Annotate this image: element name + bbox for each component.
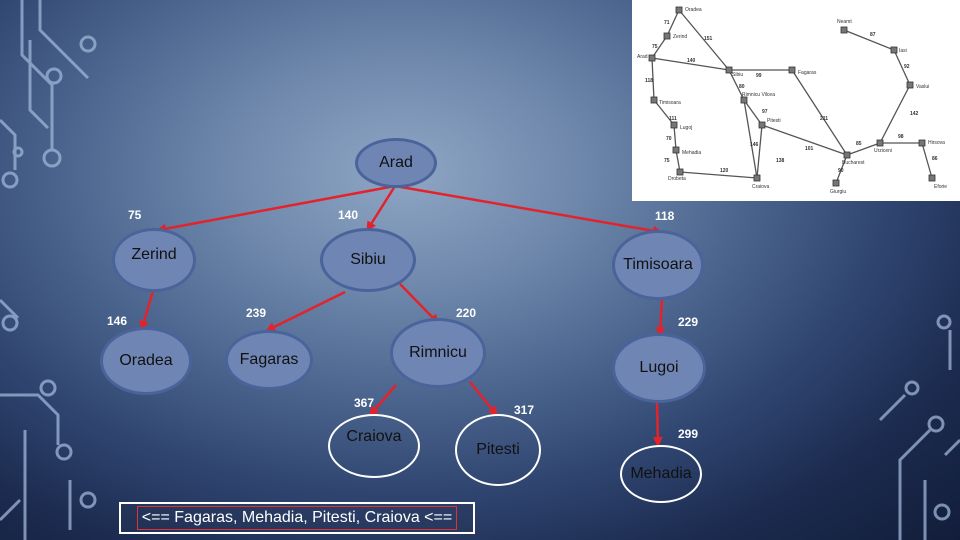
edge-rimnicu-pitesti: [469, 381, 498, 417]
edge-rimnicu-craiova: [369, 384, 397, 417]
node-fagaras: Fagaras: [225, 330, 313, 390]
node-rimnicu: Rimnicu: [390, 318, 486, 388]
edge-arad-zerind: [156, 184, 396, 234]
map-city: Iasi: [899, 48, 907, 54]
map-city: Lugoj: [680, 125, 692, 131]
result-path-text-frame: <== Fagaras, Mehadia, Pitesti, Craiova <…: [136, 506, 458, 530]
node-label: Lugoi: [639, 359, 679, 376]
node-sibiu: Sibiu: [320, 228, 416, 292]
node-label: Craiova: [346, 428, 402, 445]
node-label: Mehadia: [630, 465, 692, 482]
map-distance: 80: [739, 84, 745, 90]
node-label: Sibiu: [350, 251, 386, 268]
map-distance: 75: [664, 158, 670, 164]
edge-arad-timisoara: [394, 184, 663, 236]
node-zerind: Zerind: [112, 228, 196, 292]
edge-label-sibiu-fagaras: 239: [246, 306, 267, 320]
edge-zerind-oradea: [139, 290, 155, 331]
map-distance: 120: [720, 168, 729, 174]
map-distance: 71: [664, 20, 670, 26]
edge-label-timisoara-lugoi: 229: [678, 315, 699, 329]
node-label: Zerind: [131, 246, 177, 263]
map-city: Hirsova: [928, 140, 945, 146]
edge-sibiu-fagaras: [265, 290, 346, 332]
map-city: Drobeta: [668, 176, 686, 182]
map-distance: 85: [856, 141, 862, 147]
map-city: Neamt: [837, 19, 852, 25]
map-city: Bucharest: [842, 160, 865, 166]
romania-map: Oradea Zerind Arad Sibiu Fagaras Timisoa…: [637, 6, 947, 195]
node-oradea: Oradea: [100, 327, 192, 395]
romania-map-image: Oradea Zerind Arad Sibiu Fagaras Timisoa…: [632, 0, 960, 201]
map-distance: 211: [820, 116, 828, 122]
result-path-box: <== Fagaras, Mehadia, Pitesti, Craiova <…: [119, 502, 475, 534]
result-path-text: <== Fagaras, Mehadia, Pitesti, Craiova <…: [141, 509, 453, 526]
map-distance: 101: [805, 146, 814, 152]
map-distance: 86: [932, 156, 938, 162]
edge-timisoara-lugoi: [655, 299, 666, 337]
node-mehadia: Mehadia: [620, 445, 702, 503]
map-city: Zerind: [673, 34, 687, 40]
map-distance: 70: [666, 136, 672, 142]
map-city: Vaslui: [916, 84, 929, 90]
map-distance: 151: [704, 36, 713, 42]
edge-lugoi-mehadia: [652, 402, 663, 447]
edge-label-rimnicu-craiova: 367: [354, 396, 375, 410]
edge-label-arad-sibiu: 140: [338, 208, 359, 222]
edge-label-lugoi-mehadia: 299: [678, 427, 699, 441]
map-city: Urziceni: [874, 148, 892, 154]
map-distance: 140: [687, 58, 696, 64]
map-distance: 138: [776, 158, 785, 164]
node-pitesti: Pitesti: [455, 414, 541, 486]
node-label: Pitesti: [476, 441, 520, 458]
edge-label-arad-timisoara: 118: [655, 209, 675, 223]
edge-sibiu-rimnicu: [399, 283, 440, 325]
map-city: Sibiu: [732, 72, 743, 78]
map-distance: 146: [750, 142, 759, 148]
node-craiova: Craiova: [328, 414, 420, 478]
map-city: Eforie: [934, 184, 947, 190]
map-distance: 142: [910, 111, 919, 117]
map-city: Mehadia: [682, 150, 701, 156]
edge-arad-sibiu: [366, 185, 397, 232]
node-label: Oradea: [119, 352, 173, 369]
edge-label-sibiu-rimnicu: 220: [456, 306, 477, 320]
map-distance: 99: [756, 73, 762, 79]
map-city: Rimnicu Vilcea: [742, 92, 775, 98]
node-label: Fagaras: [239, 351, 299, 368]
edge-label-zerind-oradea: 146: [107, 314, 128, 328]
map-city: Giurgiu: [830, 189, 846, 195]
map-distance: 75: [652, 44, 658, 50]
node-label: Timisoara: [623, 256, 693, 273]
node-label: Rimnicu: [409, 344, 467, 361]
map-city: Arad: [637, 54, 648, 60]
edge-label-rimnicu-pitesti: 317: [514, 403, 535, 417]
node-lugoi: Lugoi: [612, 333, 706, 403]
map-distance: 98: [898, 134, 904, 140]
map-city: Fagaras: [798, 70, 817, 76]
map-distance: 90: [838, 168, 844, 174]
map-distance: 92: [904, 64, 910, 70]
node-arad: Arad: [355, 138, 437, 188]
map-distance: 97: [762, 109, 768, 115]
edge-label-arad-zerind: 75: [128, 208, 142, 222]
map-distance: 118: [645, 78, 653, 84]
node-timisoara: Timisoara: [612, 230, 704, 300]
map-city: Pitesti: [767, 118, 781, 124]
map-city: Craiova: [752, 184, 769, 190]
map-distance: 87: [870, 32, 876, 38]
map-city: Timisoara: [659, 100, 681, 106]
map-city: Oradea: [685, 7, 702, 13]
node-label: Arad: [379, 154, 413, 171]
map-distance: 111: [669, 116, 677, 122]
